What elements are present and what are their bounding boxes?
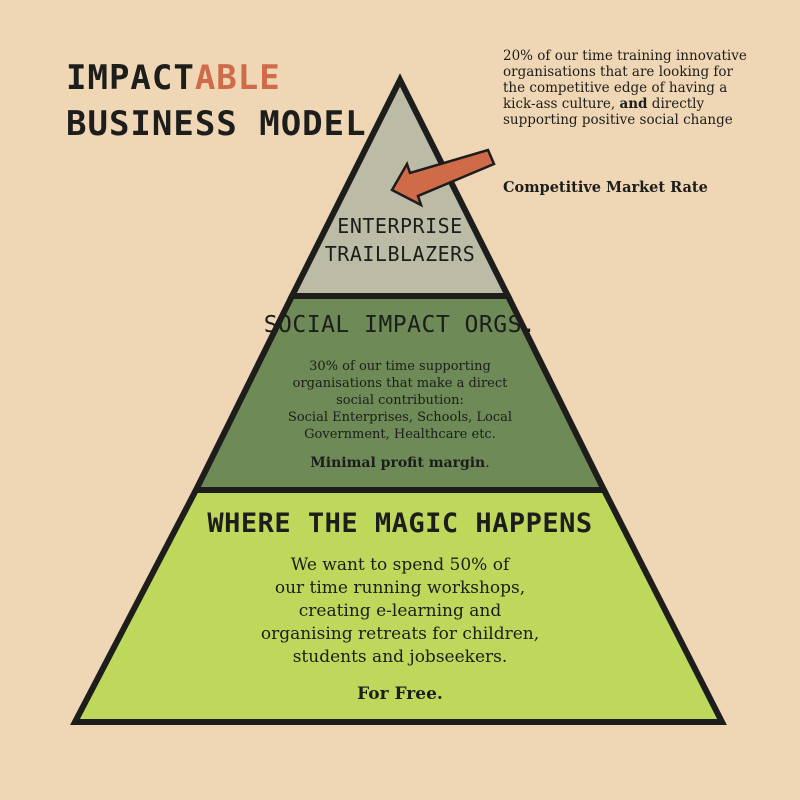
tier-bottom-line5: students and jobseekers. [292, 647, 508, 667]
top-tier-note-part1: 20% of our time training innovative orga… [503, 48, 747, 112]
tier-top-title-line2: TRAILBLAZERS [324, 242, 476, 266]
top-tier-description: 20% of our time training innovative orga… [503, 48, 753, 128]
tier-top-title-line1: ENTERPRISE [337, 214, 463, 238]
title-word-able: ABLE [194, 58, 281, 98]
tier-middle-description: 30% of our time supporting organisations… [255, 358, 545, 443]
top-tier-rate: Competitive Market Rate [503, 179, 708, 196]
tier-middle-line5: Government, Healthcare etc. [304, 427, 496, 442]
top-tier-note-bold: and [619, 96, 648, 112]
tier-bottom-line1: We want to spend 50% of [290, 555, 510, 575]
arrow-pointing-to-top-tier-icon [390, 148, 496, 208]
tier-middle-footer-bold: Minimal profit margin [310, 455, 486, 471]
tier-bottom-shape [70, 487, 727, 725]
tier-middle-title: SOCIAL IMPACT ORGS. [263, 312, 537, 338]
tier-middle-line4: Social Enterprises, Schools, Local [287, 410, 513, 425]
top-tier-note-part2: directly supporting positive social chan… [503, 96, 733, 128]
tier-bottom-line4: organising retreats for children, [260, 624, 540, 644]
tier-bottom-title: WHERE THE MAGIC HAPPENS [207, 508, 593, 539]
title-word-impact: IMPACT [66, 58, 195, 98]
tier-bottom-line3: creating e-learning and [298, 601, 502, 621]
tier-middle-line3: social contribution: [336, 393, 464, 408]
title-line-2: BUSINESS MODEL [66, 104, 367, 144]
tier-top-title: ENTERPRISE TRAILBLAZERS [310, 212, 490, 268]
tier-bottom-footer: For Free. [357, 684, 443, 704]
diagram-title: IMPACTABLE BUSINESS MODEL [66, 55, 367, 147]
title-line-1: IMPACTABLE [66, 55, 346, 101]
tier-middle-footer: Minimal profit margin. [255, 455, 545, 471]
tier-middle-line1: 30% of our time supporting [309, 359, 491, 374]
tier-middle-footer-end: . [485, 455, 490, 471]
tier-middle-line2: organisations that make a direct [292, 376, 508, 391]
tier-bottom-line2: our time running workshops, [274, 578, 526, 598]
tier-bottom-description: We want to spend 50% of our time running… [230, 554, 570, 669]
